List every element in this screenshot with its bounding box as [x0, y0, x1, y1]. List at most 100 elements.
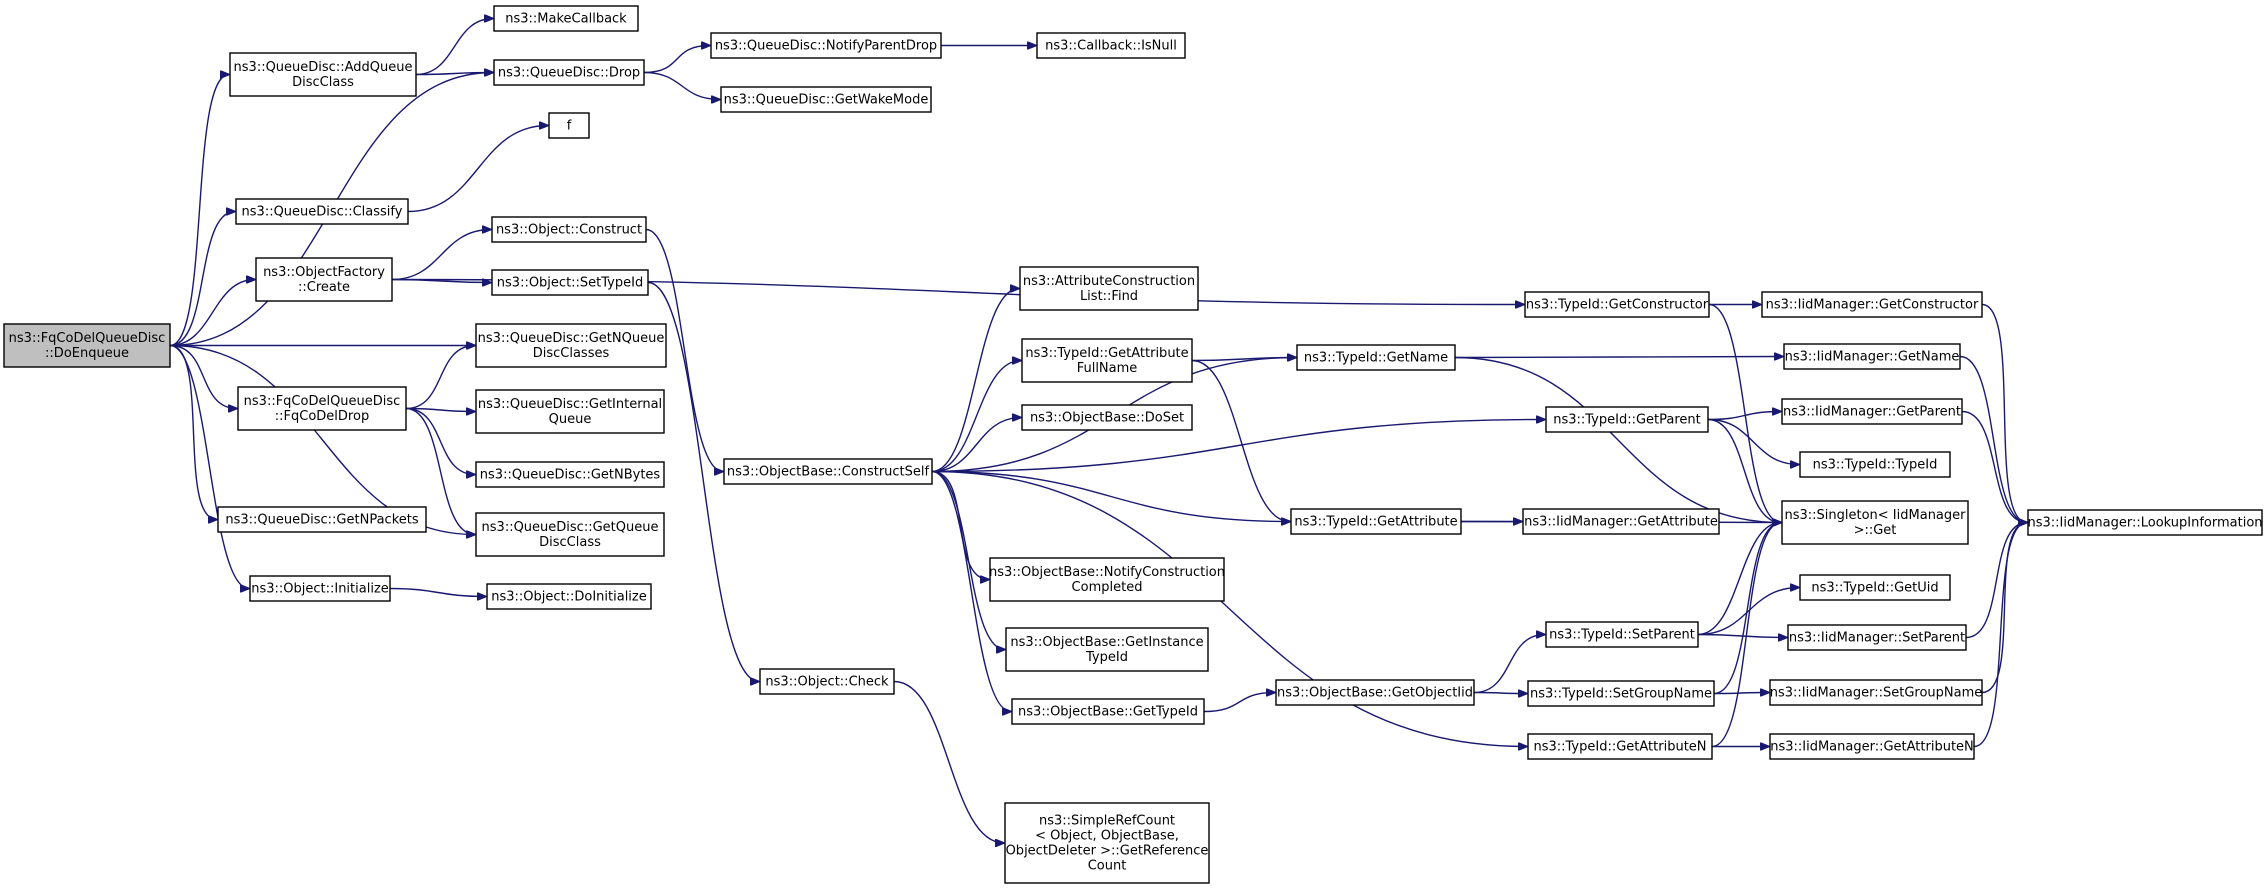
node-label: ns3::AttributeConstruction — [1023, 274, 1195, 289]
edge-classify-to-f — [407, 126, 548, 213]
node-label: ns3::IidManager::GetAttribute — [1524, 515, 1718, 530]
graph-node-check[interactable]: ns3::Object::Check — [759, 668, 895, 695]
edge-getparent-to-typeidctor — [1707, 418, 1799, 465]
graph-node-getobjectiid[interactable]: ns3::ObjectBase::GetObjectIid — [1275, 679, 1475, 706]
graph-node-iidsetparent[interactable]: ns3::IidManager::SetParent — [1787, 624, 1967, 651]
node-label: ns3::Object::Initialize — [251, 582, 389, 597]
graph-node-makecallback[interactable]: ns3::MakeCallback — [493, 5, 639, 32]
node-box — [1799, 574, 1951, 601]
node-box — [723, 458, 933, 485]
graph-node-doset[interactable]: ns3::ObjectBase::DoSet — [1021, 404, 1193, 431]
node-box — [1005, 627, 1209, 672]
graph-node-root[interactable]: ns3::FqCoDelQueueDisc::DoEnqueue — [3, 323, 171, 368]
graph-node-getconstructor[interactable]: ns3::TypeId::GetConstructor — [1524, 291, 1710, 318]
node-box — [475, 461, 665, 488]
node-label: ns3::QueueDisc::GetQueue — [482, 520, 659, 535]
node-label: ns3::ObjectBase::GetTypeId — [1018, 705, 1198, 720]
graph-node-settypeid[interactable]: ns3::Object::SetTypeId — [491, 269, 649, 296]
graph-node-iidsetgroupname[interactable]: ns3::IidManager::SetGroupName — [1769, 679, 1983, 706]
edge-iidsetgroupname-to-lookup — [1981, 523, 2027, 694]
graph-node-iidgetconstructor[interactable]: ns3::IidManager::GetConstructor — [1761, 291, 1983, 318]
graph-node-ofcreate[interactable]: ns3::ObjectFactory::Create — [255, 257, 393, 302]
graph-node-f[interactable]: f — [548, 112, 590, 139]
node-box — [475, 512, 665, 557]
graph-node-classify[interactable]: ns3::QueueDisc::Classify — [235, 198, 409, 225]
edge-root-to-ofcreate — [169, 280, 255, 347]
node-label: ns3::Callback::IsNull — [1045, 39, 1177, 54]
graph-node-iidgetname[interactable]: ns3::IidManager::GetName — [1783, 343, 1961, 370]
node-label: FullName — [1077, 361, 1138, 376]
graph-node-obgettypeid[interactable]: ns3::ObjectBase::GetTypeId — [1011, 698, 1205, 725]
graph-node-simplerefcount[interactable]: ns3::SimpleRefCount< Object, ObjectBase,… — [1004, 802, 1210, 884]
node-box — [1787, 624, 1967, 651]
node-box — [237, 386, 407, 431]
node-label: ns3::Object::Construct — [496, 223, 642, 238]
graph-node-drop[interactable]: ns3::QueueDisc::Drop — [493, 59, 645, 86]
graph-node-initialize[interactable]: ns3::Object::Initialize — [249, 575, 391, 602]
node-box — [493, 59, 645, 86]
graph-node-iidgetparent[interactable]: ns3::IidManager::GetParent — [1781, 398, 1963, 425]
graph-node-iidgetattribute[interactable]: ns3::IidManager::GetAttribute — [1522, 508, 1720, 535]
graph-node-getnbytes[interactable]: ns3::QueueDisc::GetNBytes — [475, 461, 665, 488]
node-label: ns3::QueueDisc::GetInternal — [478, 397, 662, 412]
node-box — [989, 557, 1225, 602]
node-label: ns3::ObjectFactory — [263, 265, 385, 280]
edge-setparent-to-singletonget — [1697, 523, 1781, 636]
graph-node-constructself[interactable]: ns3::ObjectBase::ConstructSelf — [723, 458, 933, 485]
graph-node-notifyconstr[interactable]: ns3::ObjectBase::NotifyConstructionCompl… — [989, 557, 1225, 602]
graph-node-setgroupname[interactable]: ns3::TypeId::SetGroupName — [1527, 680, 1715, 707]
node-box — [1036, 32, 1186, 59]
node-label: ns3::Object::SetTypeId — [497, 276, 643, 291]
node-label: ns3::TypeId::TypeId — [1813, 458, 1938, 473]
edge-setgroupname-to-iidsetgroupname — [1713, 693, 1769, 694]
node-label: ns3::TypeId::GetParent — [1553, 413, 1701, 428]
graph-node-getwakemode[interactable]: ns3::QueueDisc::GetWakeMode — [720, 86, 932, 113]
graph-node-getparent[interactable]: ns3::TypeId::GetParent — [1545, 406, 1709, 433]
node-box — [1781, 398, 1963, 425]
graph-node-fqcodeldrop[interactable]: ns3::FqCoDelQueueDisc::FqCoDelDrop — [237, 386, 407, 431]
graph-node-getname[interactable]: ns3::TypeId::GetName — [1296, 344, 1456, 371]
graph-node-tgetattribute[interactable]: ns3::TypeId::GetAttribute — [1290, 508, 1462, 535]
node-box — [1527, 733, 1713, 760]
node-label: ns3::Object::DoInitialize — [491, 590, 647, 605]
node-box — [229, 52, 417, 97]
graph-node-notifyparentdrop[interactable]: ns3::QueueDisc::NotifyParentDrop — [710, 32, 942, 59]
node-label: ns3::ObjectBase::NotifyConstruction — [989, 565, 1225, 580]
node-label: ::FqCoDelDrop — [275, 409, 369, 424]
node-label: ns3::ObjectBase::DoSet — [1030, 411, 1184, 426]
graph-node-singletonget[interactable]: ns3::Singleton< IidManager>::Get — [1781, 500, 1969, 545]
graph-node-iidgetattributen[interactable]: ns3::IidManager::GetAttributeN — [1769, 733, 1975, 760]
node-label: ns3::IidManager::SetGroupName — [1770, 686, 1983, 701]
graph-node-setparent[interactable]: ns3::TypeId::SetParent — [1545, 621, 1699, 648]
edge-getobjectiid-to-setgroupname — [1473, 693, 1527, 694]
graph-node-lookup[interactable]: ns3::IidManager::LookupInformation — [2027, 509, 2263, 536]
node-box — [1290, 508, 1462, 535]
edge-ofcreate-to-construct — [391, 230, 491, 281]
edge-getname-to-iidgetname — [1454, 357, 1783, 358]
graph-node-getuid[interactable]: ns3::TypeId::GetUid — [1799, 574, 1951, 601]
edge-iidgetconstructor-to-lookup — [1981, 303, 2027, 523]
graph-node-typeidctor[interactable]: ns3::TypeId::TypeId — [1799, 451, 1951, 478]
node-label: ObjectDeleter >::GetReference — [1006, 844, 1209, 859]
graph-node-isnull[interactable]: ns3::Callback::IsNull — [1036, 32, 1186, 59]
edge-addqueue-to-drop — [415, 73, 493, 75]
node-label: ns3::Singleton< IidManager — [1784, 508, 1966, 523]
node-label: ns3::IidManager::GetParent — [1783, 405, 1961, 420]
edge-getattrfull-to-getname — [1191, 358, 1296, 361]
node-box — [1545, 406, 1709, 433]
graph-node-getattributen[interactable]: ns3::TypeId::GetAttributeN — [1527, 733, 1713, 760]
graph-node-construct[interactable]: ns3::Object::Construct — [491, 216, 647, 243]
node-box — [1781, 500, 1969, 545]
edge-addqueue-to-makecallback — [415, 19, 493, 76]
graph-node-getnpackets[interactable]: ns3::QueueDisc::GetNPackets — [217, 506, 427, 533]
graph-node-doinitialize[interactable]: ns3::Object::DoInitialize — [486, 583, 652, 610]
edge-constructself-to-getattrfull — [931, 361, 1021, 473]
